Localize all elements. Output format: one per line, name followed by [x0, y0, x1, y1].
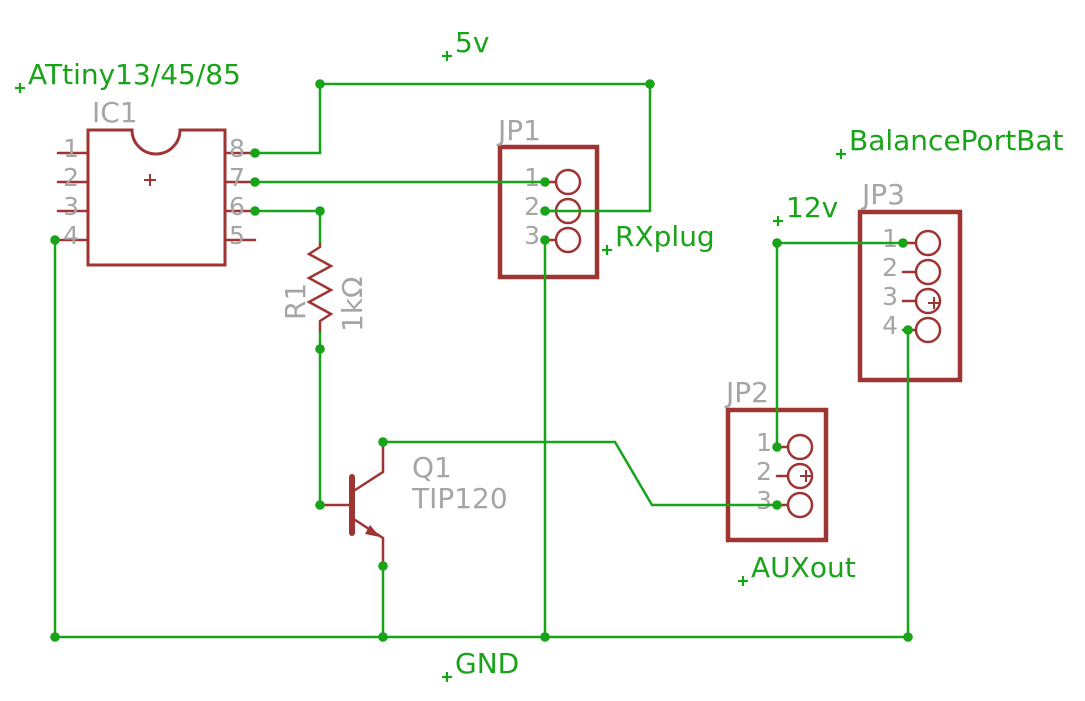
pin-number: 3 — [524, 221, 540, 250]
junction-dot — [540, 206, 550, 216]
pin-number: 1 — [882, 224, 898, 253]
junction-dot — [903, 632, 913, 642]
jp1-name: JP1 — [496, 114, 541, 147]
pin-number: 4 — [63, 221, 79, 250]
q1-name: Q1 — [412, 451, 452, 484]
pin-number: 4 — [882, 311, 898, 340]
pin-number: 5 — [229, 221, 245, 250]
ic1-name: IC1 — [92, 96, 138, 129]
pin-number: 2 — [882, 253, 898, 282]
q1-collector-diag — [350, 470, 385, 494]
junction-dot — [315, 79, 325, 89]
r1-name: R1 — [279, 283, 312, 320]
junction-dot — [903, 325, 913, 335]
junction-dot — [378, 437, 388, 447]
balanceportbat-label: BalancePortBat — [849, 124, 1064, 157]
junction-dot — [540, 632, 550, 642]
jp3-pin-circle-4 — [914, 316, 942, 344]
jp3-box — [857, 209, 963, 383]
jp3-name: JP3 — [860, 178, 905, 211]
junction-dot — [50, 235, 60, 245]
junction-dot — [250, 206, 260, 216]
pin-number: 3 — [882, 282, 898, 311]
junction-dot — [315, 206, 325, 216]
junction-dot — [378, 632, 388, 642]
jp2-component[interactable]: 1 2 3 JP2 — [724, 376, 829, 543]
r1-component[interactable]: R1 1kΩ — [279, 240, 369, 334]
net-label-gnd[interactable]: GND — [442, 647, 519, 682]
junction-dot — [50, 632, 60, 642]
5v-label: 5v — [455, 26, 489, 59]
auxout-label: AUXout — [751, 551, 856, 584]
pin-number: 3 — [756, 486, 772, 515]
junction-dot — [250, 148, 260, 158]
junction-dots — [50, 79, 913, 642]
junction-dot — [250, 177, 260, 187]
jp3-pin-circle-2 — [914, 258, 942, 286]
ic1-origin-cross — [144, 174, 156, 186]
wire-segment — [613, 440, 654, 507]
junction-dot — [315, 500, 325, 510]
jp3-pin-circle-3 — [914, 287, 942, 315]
jp2-name: JP2 — [724, 376, 769, 409]
net-label-balanceportbat[interactable]: BalancePortBat — [836, 124, 1064, 159]
pin-number: 3 — [63, 192, 79, 221]
jp1-pin-circle-3 — [554, 226, 582, 254]
ic1-value: ATtiny13/45/85 — [28, 58, 241, 91]
pin-number: 2 — [524, 192, 540, 221]
pin-number: 1 — [524, 163, 540, 192]
ic1-component[interactable]: 1 2 3 4 8 7 6 5 IC1 ATtiny13/45/85 — [15, 58, 257, 267]
r1-value: 1kΩ — [336, 277, 369, 332]
pin-number: 1 — [756, 428, 772, 457]
pin-number: 2 — [756, 457, 772, 486]
ic1-body — [86, 128, 227, 267]
q1-component[interactable]: Q1 TIP120 — [318, 440, 508, 568]
jp3-pin-circle-1 — [914, 229, 942, 257]
junction-dot — [645, 79, 655, 89]
pin-number: 7 — [229, 163, 245, 192]
net-label-auxout[interactable]: AUXout — [738, 551, 856, 586]
pin-number: 6 — [229, 192, 245, 221]
q1-value: TIP120 — [411, 482, 508, 515]
ic1-value-label[interactable]: ATtiny13/45/85 — [15, 58, 241, 93]
jp2-pin-circle-1 — [786, 433, 814, 461]
jp2-pin-circle-3 — [786, 491, 814, 519]
junction-dot — [772, 238, 782, 248]
junction-dot — [315, 344, 325, 354]
net-label-rxplug[interactable]: RXplug — [602, 220, 715, 255]
rxplug-label: RXplug — [615, 220, 715, 253]
net-wires[interactable] — [53, 82, 910, 639]
jp1-component[interactable]: 1 2 3 JP1 — [496, 114, 600, 280]
pin-number: 8 — [229, 134, 245, 163]
r1-zigzag — [306, 240, 334, 334]
net-label-5v[interactable]: 5v — [442, 26, 489, 61]
junction-dot — [540, 177, 550, 187]
junction-dot — [898, 238, 908, 248]
junction-dot — [772, 500, 782, 510]
junction-dot — [378, 561, 388, 571]
pin-number: 1 — [63, 134, 79, 163]
gnd-label: GND — [455, 647, 519, 680]
jp2-origin-cross — [800, 470, 812, 482]
pin-number: 2 — [63, 163, 79, 192]
jp3-origin-cross — [928, 297, 940, 309]
junction-dot — [540, 235, 550, 245]
jp3-component[interactable]: 1 2 3 4 JP3 — [857, 178, 963, 383]
junction-dot — [772, 442, 782, 452]
12v-label: 12v — [786, 191, 838, 224]
q1-emitter-diag — [350, 516, 385, 540]
jp1-pin-circle-1 — [554, 168, 582, 196]
q1-emitter-arrow-icon — [365, 525, 380, 537]
net-label-12v[interactable]: 12v — [773, 191, 838, 226]
